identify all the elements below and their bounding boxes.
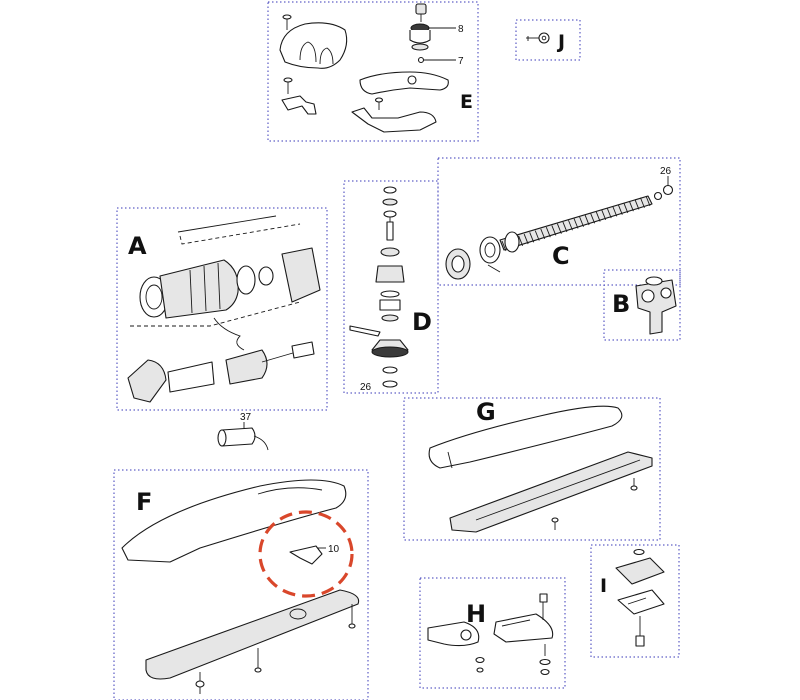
group-b: B bbox=[603, 269, 681, 341]
group-label-h: H bbox=[466, 600, 486, 628]
part-number-37: 37 bbox=[240, 412, 252, 423]
group-c: 26 C bbox=[437, 157, 681, 286]
group-g-cover bbox=[428, 405, 623, 469]
motor-endplate bbox=[281, 247, 321, 303]
capacitor-37: 37 bbox=[217, 412, 269, 451]
group-e-screw-1 bbox=[282, 14, 292, 30]
clevis-bracket bbox=[635, 276, 677, 335]
group-d: D 26 bbox=[343, 180, 439, 394]
group-label-e: E bbox=[460, 91, 473, 113]
part-number-26-c: 26 bbox=[660, 166, 672, 177]
group-label-c: C bbox=[552, 242, 570, 270]
motor-wire bbox=[213, 317, 245, 351]
group-f: 10 F bbox=[113, 469, 369, 700]
group-e: 8 7 E bbox=[267, 1, 479, 142]
group-b-box bbox=[603, 269, 681, 341]
group-f-cover bbox=[121, 479, 347, 563]
group-e-lever bbox=[359, 71, 449, 95]
group-e-box bbox=[267, 1, 479, 142]
h-bolt-lower bbox=[539, 644, 551, 676]
group-label-i: I bbox=[600, 575, 607, 597]
group-f-screw-1 bbox=[348, 604, 356, 629]
group-g: G bbox=[403, 397, 661, 541]
group-f-box bbox=[113, 469, 369, 700]
worm-screw-shaft bbox=[499, 195, 653, 252]
group-g-screw-1 bbox=[630, 478, 638, 491]
group-label-j: J bbox=[556, 31, 565, 53]
group-g-box bbox=[403, 397, 661, 541]
group-d-box bbox=[343, 180, 439, 394]
group-e-latch bbox=[351, 107, 437, 133]
gear-stack bbox=[349, 186, 409, 388]
motor-rotor bbox=[127, 341, 315, 403]
group-j: J bbox=[515, 19, 581, 61]
group-a-box bbox=[116, 207, 328, 411]
group-label-d: D bbox=[412, 308, 432, 336]
bracket-10 bbox=[289, 545, 323, 565]
group-label-b: B bbox=[612, 290, 630, 318]
group-e-bracket bbox=[281, 95, 317, 115]
group-label-f: F bbox=[136, 488, 152, 516]
key-part bbox=[526, 32, 550, 44]
part-number-10: 10 bbox=[328, 544, 340, 555]
shaft-pin bbox=[487, 264, 501, 273]
part-number-8: 8 bbox=[458, 24, 464, 35]
motor-ring bbox=[236, 265, 256, 295]
group-e-screw-3 bbox=[374, 97, 384, 110]
highlight-circle bbox=[258, 510, 354, 598]
motor-housing bbox=[139, 259, 239, 319]
group-i: I bbox=[590, 544, 680, 658]
part-number-7: 7 bbox=[458, 56, 464, 67]
pin-d bbox=[349, 325, 381, 337]
part-number-26-d: 26 bbox=[360, 382, 372, 393]
group-c-box bbox=[437, 157, 681, 286]
bearing-c-1 bbox=[479, 236, 501, 264]
h-plate-right bbox=[493, 613, 554, 643]
group-i-box bbox=[590, 544, 680, 658]
shaft-washer bbox=[653, 191, 663, 201]
shaft-nut bbox=[662, 184, 674, 196]
bearing-c-2 bbox=[504, 231, 520, 253]
motor-bearing bbox=[258, 266, 274, 286]
group-j-box bbox=[515, 19, 581, 61]
group-e-knob bbox=[409, 3, 456, 64]
i-clamp-bottom bbox=[617, 589, 665, 615]
i-clamp-top bbox=[615, 557, 665, 585]
group-h-box bbox=[419, 577, 566, 689]
h-bolt bbox=[539, 593, 548, 620]
group-label-g: G bbox=[476, 398, 496, 426]
i-bolt bbox=[635, 616, 645, 647]
group-f-screw-3 bbox=[195, 672, 205, 694]
group-g-screw-2 bbox=[551, 517, 559, 530]
group-e-cover bbox=[279, 22, 348, 69]
h-washer-left bbox=[475, 656, 485, 673]
group-f-base bbox=[145, 589, 360, 680]
tie-rod bbox=[177, 215, 277, 233]
group-h: H bbox=[419, 577, 566, 689]
spur-gear-d bbox=[375, 265, 405, 283]
group-f-screw-2 bbox=[254, 648, 262, 673]
group-a: A bbox=[116, 207, 328, 411]
group-e-screw-2 bbox=[283, 77, 293, 94]
group-g-base bbox=[449, 451, 653, 533]
group-label-a: A bbox=[128, 232, 147, 260]
